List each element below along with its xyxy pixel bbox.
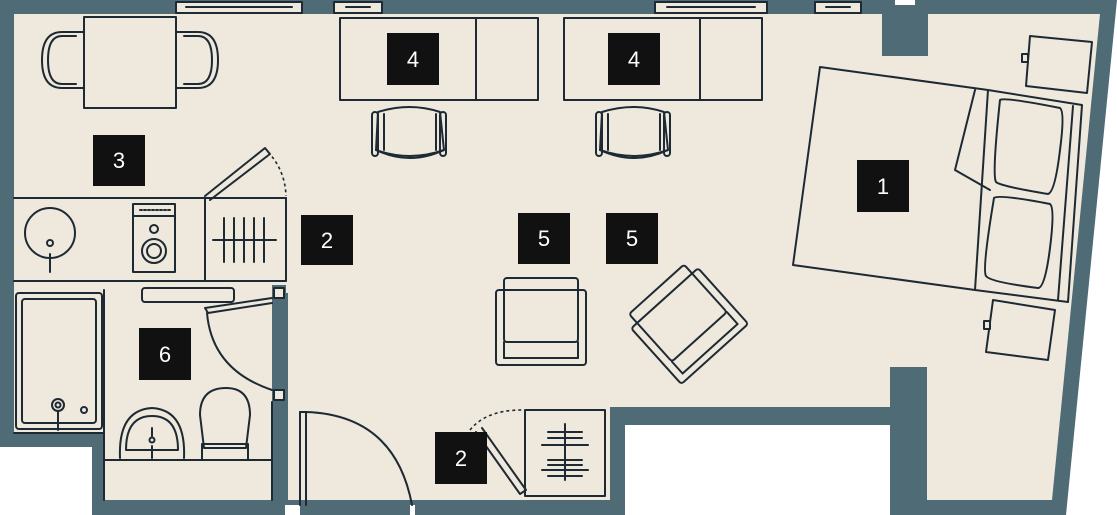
windows (175, 1, 862, 14)
shower-icon (15, 292, 103, 431)
label-badge-2: 2 (301, 215, 353, 265)
label-badge-4-right: 4 (608, 33, 660, 85)
label-badge-1: 1 (857, 160, 909, 212)
nightstand-bottom-icon (983, 299, 1056, 361)
desk-left-icon (339, 17, 539, 159)
label-3: 3 (113, 148, 125, 173)
bathroom (13, 285, 286, 501)
entrance-door (299, 411, 413, 506)
label-badge-3: 3 (93, 135, 145, 186)
washing-machine-icon (132, 203, 176, 273)
label-badge-5-right: 5 (606, 213, 658, 264)
label-1: 1 (877, 174, 889, 199)
armchair-left-icon (495, 277, 587, 366)
label-badge-4-left: 4 (387, 33, 439, 85)
label-4-left: 4 (407, 47, 419, 72)
closet-rail-icon (212, 217, 277, 263)
label-badge-2-lower: 2 (435, 432, 487, 484)
nightstand-top-icon (1021, 35, 1093, 94)
label-2-lower: 2 (455, 446, 467, 471)
label-5-right: 5 (626, 226, 638, 251)
label-5-left: 5 (538, 226, 550, 251)
desk-right-icon (563, 17, 763, 159)
toilet-icon (199, 387, 251, 461)
armchair-right-icon (629, 264, 748, 384)
label-4-right: 4 (628, 47, 640, 72)
lower-closet (469, 409, 606, 497)
washbasin-icon (118, 407, 186, 459)
kitchen-counter (13, 147, 287, 282)
label-2: 2 (321, 228, 333, 253)
label-badge-6: 6 (139, 328, 191, 380)
label-6: 6 (159, 342, 171, 367)
label-badge-5-left: 5 (518, 213, 570, 264)
dining-table-icon (41, 16, 219, 109)
